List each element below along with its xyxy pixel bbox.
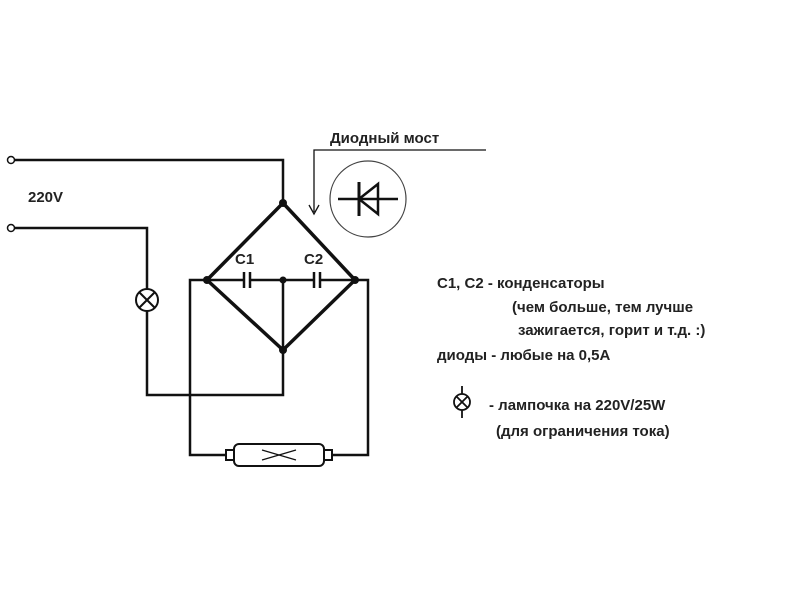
wire-tube-right bbox=[330, 278, 370, 457]
junction-nodes bbox=[203, 199, 359, 354]
bridge-label: Диодный мост bbox=[330, 130, 439, 147]
legend-lamp: - лампочка на 220V/25W bbox=[489, 397, 666, 414]
capacitor-c2-icon bbox=[312, 272, 322, 288]
legend-lamp-note: (для ограничения тока) bbox=[496, 423, 670, 440]
wire-bottom-input bbox=[14, 226, 149, 289]
wire-lamp-to-bridge bbox=[145, 311, 285, 397]
wire-top bbox=[14, 158, 285, 203]
terminal-2 bbox=[6, 223, 16, 233]
diode-symbol-icon bbox=[329, 160, 407, 238]
fluorescent-tube-icon bbox=[225, 443, 333, 467]
legend-capacitors: C1, C2 - конденсаторы bbox=[437, 275, 605, 292]
wire-tube-left bbox=[188, 278, 228, 457]
legend-lamp-icon bbox=[453, 386, 471, 418]
diode-bridge bbox=[204, 200, 358, 353]
legend-cap-note-1: (чем больше, тем лучше bbox=[512, 299, 693, 316]
legend-diodes: диоды - любые на 0,5A bbox=[437, 347, 611, 364]
callout-arrow-icon bbox=[308, 149, 486, 216]
lamp-icon bbox=[135, 288, 159, 312]
legend-cap-note-2: зажигается, горит и т.д. :) bbox=[518, 322, 705, 339]
terminal-1 bbox=[6, 155, 16, 165]
cap1-label: C1 bbox=[235, 251, 254, 268]
voltage-label: 220V bbox=[28, 189, 63, 206]
cap2-label: C2 bbox=[304, 251, 323, 268]
capacitor-c1-icon bbox=[242, 272, 252, 288]
